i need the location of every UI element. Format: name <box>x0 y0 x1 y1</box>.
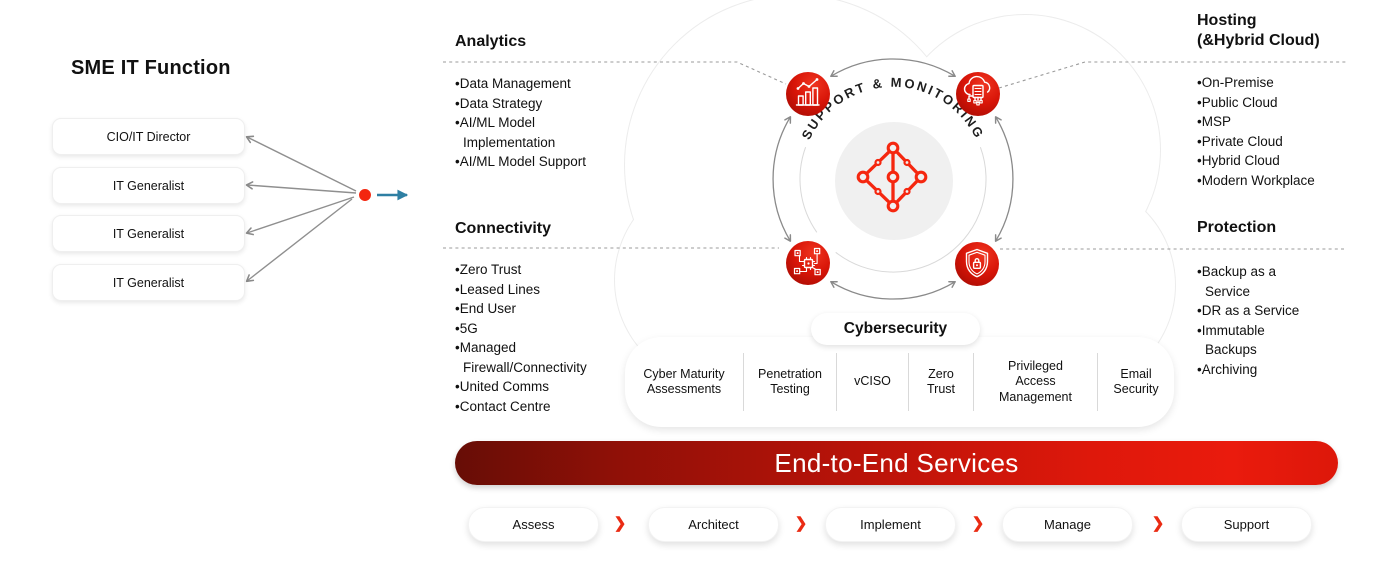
role-label: CIO/IT Director <box>106 129 191 144</box>
list-item: Private Cloud <box>1197 132 1357 152</box>
cyber-item: Cyber Maturity Assessments <box>643 366 725 397</box>
list-item: Contact Centre <box>455 397 640 417</box>
list-item: Leased Lines <box>455 280 640 300</box>
end-to-end-banner: End-to-End Services <box>455 441 1338 485</box>
hub-logo <box>856 141 928 213</box>
list-item: Immutable Backups <box>1197 321 1322 360</box>
hosting-icon <box>956 72 1000 116</box>
step-architect: Architect <box>648 507 779 542</box>
role-label: IT Generalist <box>112 226 185 241</box>
hub-origin-dot <box>356 186 374 204</box>
hosting-list: On-Premise Public Cloud MSP Private Clou… <box>1197 73 1357 190</box>
list-item: Managed Firewall/Connectivity <box>455 338 640 377</box>
list-item: On-Premise <box>1197 73 1357 93</box>
protection-icon <box>955 242 999 286</box>
chevron-right-icon: ❯ <box>613 515 627 532</box>
role-box-generalist-1: IT Generalist <box>52 167 245 204</box>
divider <box>836 353 837 411</box>
cyber-item: Email Security <box>1113 366 1159 397</box>
list-item: Hybrid Cloud <box>1197 151 1357 171</box>
role-box-generalist-2: IT Generalist <box>52 215 245 252</box>
cybersecurity-panel: Cyber Maturity Assessments Penetration T… <box>625 337 1174 427</box>
connectivity-title: Connectivity <box>455 220 552 237</box>
chevron-right-icon: ❯ <box>1151 515 1165 532</box>
protection-title: Protection <box>1197 219 1277 236</box>
analytics-list: Data Management Data Strategy AI/ML Mode… <box>455 74 630 172</box>
list-item: End User <box>455 299 640 319</box>
role-label: IT Generalist <box>112 275 185 290</box>
list-item: Zero Trust <box>455 260 640 280</box>
cyber-item: Zero Trust <box>926 366 955 397</box>
hub-cycle-arrows <box>772 58 1014 300</box>
list-item: Data Strategy <box>455 94 630 114</box>
connectivity-icon <box>786 241 830 285</box>
dashed-connectors <box>443 61 1347 250</box>
list-item: Public Cloud <box>1197 93 1357 113</box>
list-item: Backup as a Service <box>1197 262 1322 301</box>
cyber-item: vCISO <box>854 374 891 389</box>
analytics-title: Analytics <box>455 33 527 50</box>
list-item: DR as a Service <box>1197 301 1322 321</box>
cyber-item: Privileged Access Management <box>999 358 1072 404</box>
role-box-cio: CIO/IT Director <box>52 118 245 155</box>
hosting-title: Hosting (&Hybrid Cloud) <box>1197 12 1320 49</box>
step-implement: Implement <box>825 507 956 542</box>
protection-list: Backup as a Service DR as a Service Immu… <box>1197 262 1322 379</box>
fan-arrows <box>245 135 357 283</box>
list-item: Data Management <box>455 74 630 94</box>
list-item: AI/ML Model Implementation <box>455 113 630 152</box>
role-box-generalist-3: IT Generalist <box>52 264 245 301</box>
step-support: Support <box>1181 507 1312 542</box>
list-item: 5G <box>455 319 640 339</box>
banner-label: End-to-End Services <box>774 447 1019 478</box>
divider <box>908 353 909 411</box>
list-item: Modern Workplace <box>1197 171 1357 191</box>
divider <box>973 353 974 411</box>
list-item: MSP <box>1197 112 1357 132</box>
list-item: AI/ML Model Support <box>455 152 630 172</box>
sme-function-title: SME IT Function <box>71 57 231 79</box>
divider <box>743 353 744 411</box>
list-item: Archiving <box>1197 360 1322 380</box>
connectivity-list: Zero Trust Leased Lines End User 5G Mana… <box>455 260 640 416</box>
list-item: United Comms <box>455 377 640 397</box>
step-assess: Assess <box>468 507 599 542</box>
cybersecurity-label: Cybersecurity <box>811 313 980 345</box>
analytics-icon <box>786 72 830 116</box>
chevron-right-icon: ❯ <box>971 515 985 532</box>
step-manage: Manage <box>1002 507 1133 542</box>
divider <box>1097 353 1098 411</box>
chevron-right-icon: ❯ <box>794 515 808 532</box>
role-label: IT Generalist <box>112 178 185 193</box>
hub-faint-arcs <box>799 147 987 273</box>
cyber-item: Penetration Testing <box>758 366 822 397</box>
